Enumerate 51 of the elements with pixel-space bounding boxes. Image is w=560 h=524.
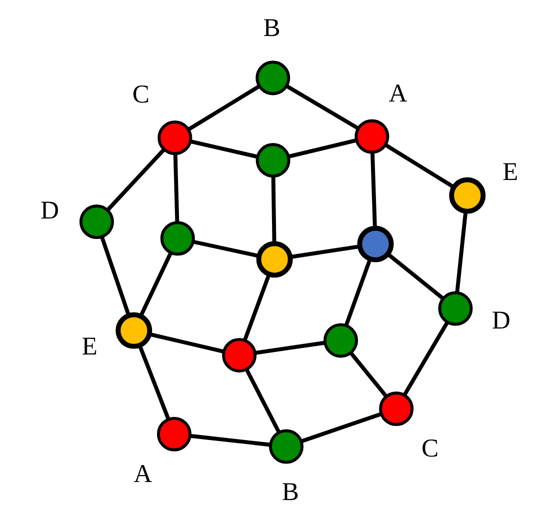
connector <box>290 244 360 259</box>
node-label: B <box>263 13 280 42</box>
node-label: E <box>502 157 518 186</box>
node-circle <box>79 204 114 240</box>
node-circle <box>354 119 390 154</box>
connector <box>149 332 224 354</box>
connector <box>138 252 173 317</box>
node-circle <box>357 226 394 262</box>
connector <box>138 344 170 420</box>
node-circle <box>379 392 414 426</box>
connector <box>286 84 360 130</box>
node-circle <box>268 429 304 464</box>
connector <box>100 236 131 316</box>
node-label: D <box>40 195 59 224</box>
connector <box>244 368 281 434</box>
connector <box>288 138 357 158</box>
node-label: A <box>388 78 408 108</box>
node-label: E <box>82 331 98 360</box>
node-label: C <box>132 80 150 109</box>
connector <box>192 240 260 258</box>
connector <box>402 321 449 396</box>
connector <box>242 274 271 341</box>
connector <box>190 434 270 447</box>
connector <box>173 154 180 222</box>
node-circle <box>222 338 257 372</box>
connector <box>455 211 468 293</box>
connector <box>370 152 377 228</box>
connector <box>271 176 276 244</box>
node-circle <box>256 241 293 278</box>
node-circle <box>156 416 192 452</box>
node-circle <box>323 323 358 358</box>
connector <box>254 340 326 355</box>
connector <box>384 143 455 189</box>
node-label: B <box>282 477 299 506</box>
connector <box>106 148 166 212</box>
connector <box>190 140 258 159</box>
node-circle <box>256 143 290 178</box>
node-circle <box>438 291 473 326</box>
node-circle <box>256 60 290 96</box>
connector <box>344 258 372 326</box>
connector <box>349 352 388 398</box>
node-label: D <box>492 305 510 334</box>
connector <box>386 252 444 300</box>
node-label: A <box>134 458 152 488</box>
node-circle <box>160 221 195 256</box>
node-circle <box>449 177 486 214</box>
connector <box>187 84 260 132</box>
node-circle <box>116 312 152 349</box>
node-label: C <box>421 433 439 462</box>
connector <box>300 412 382 444</box>
node-circle <box>158 120 192 156</box>
